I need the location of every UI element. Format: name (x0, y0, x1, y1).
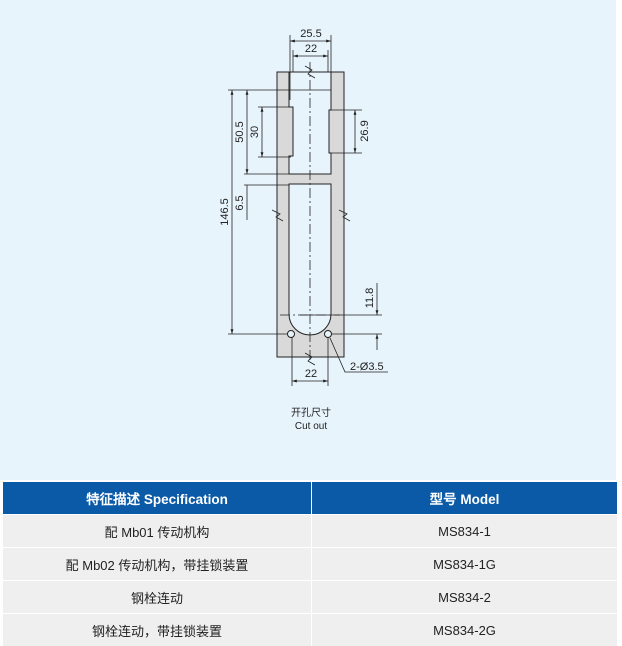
caption-cn: 开孔尺寸 (211, 404, 411, 419)
hole-right (325, 331, 332, 338)
dim-26-9: 26.9 (359, 120, 371, 141)
table-header: 特征描述 Specification 型号 Model (3, 482, 618, 515)
model-cell: MS834-2G (312, 614, 618, 646)
caption-en: Cut out (211, 421, 411, 432)
model-cell: MS834-2 (312, 581, 618, 614)
header-model: 型号 Model (312, 482, 618, 515)
dim-50-5: 50.5 (234, 121, 246, 142)
dim-25-5: 25.5 (300, 28, 321, 40)
dim-22-top: 22 (305, 43, 317, 55)
model-cell: MS834-1 (312, 515, 618, 548)
dim-holes: 2-Ø3.5 (350, 361, 384, 373)
spec-cell: 钢栓连动，带挂锁装置 (3, 614, 312, 646)
spec-cell: 配 Mb01 传动机构 (3, 515, 312, 548)
cutout-drawing: 25.5 22 146.5 50.5 30 6.5 26.9 11.8 22 2… (0, 0, 622, 470)
header-specification: 特征描述 Specification (3, 482, 312, 515)
dim-146-5: 146.5 (219, 198, 231, 226)
dim-6-5: 6.5 (234, 195, 246, 210)
spec-cell: 配 Mb02 传动机构，带挂锁装置 (3, 548, 312, 581)
dim-22-bottom: 22 (305, 368, 317, 380)
dim-11-8: 11.8 (364, 288, 376, 309)
spec-cell: 钢栓连动 (3, 581, 312, 614)
hole-left (288, 331, 295, 338)
dim-30: 30 (249, 126, 261, 138)
model-cell: MS834-1G (312, 548, 618, 581)
